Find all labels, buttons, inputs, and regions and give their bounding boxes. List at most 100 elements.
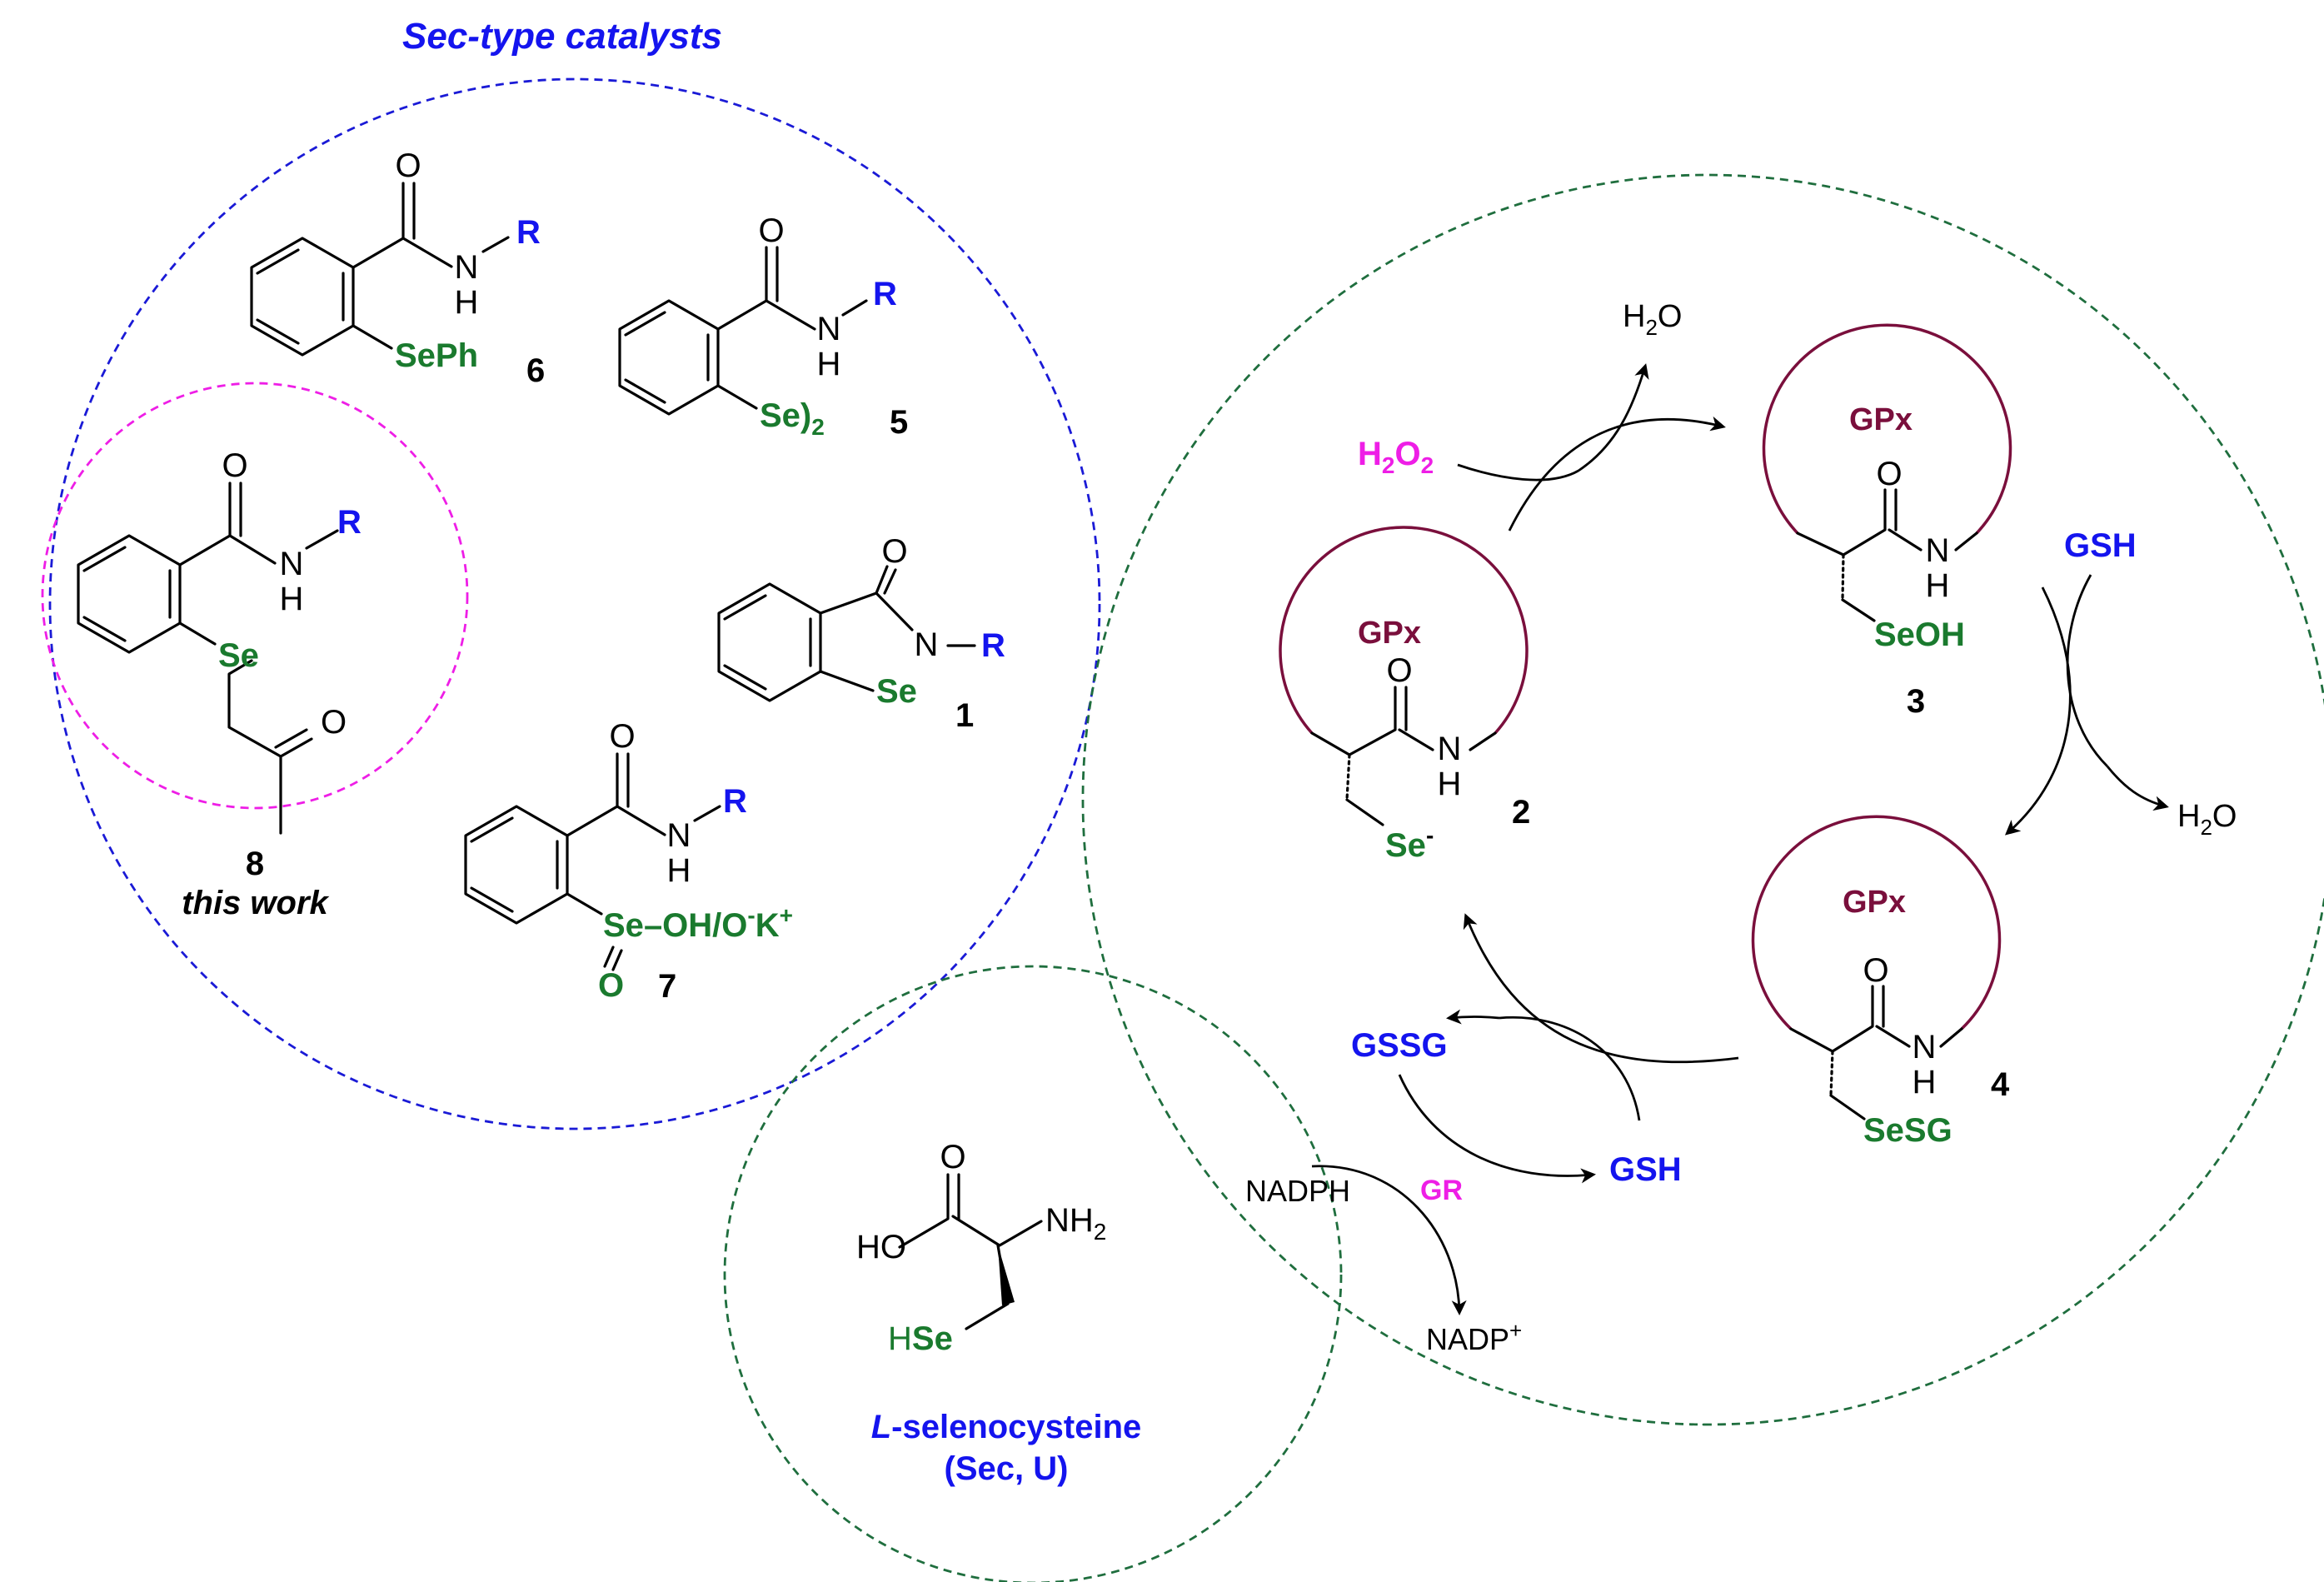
svg-text:N: N [1926,532,1950,569]
gpx-state-4: GPx O N H SeSG 4 [1751,815,2010,1149]
gpx-4-selenenyl-sulfide: SeSG [1863,1112,1952,1149]
arrow-h2o2-in [1457,463,1579,482]
this-work-circle [41,382,469,810]
svg-text:R: R [516,214,541,251]
gpx-3-selenenic-acid: SeOH [1874,616,1965,653]
svg-text:O: O [321,704,347,741]
gpx-2-enzyme-ring [1279,526,1529,735]
svg-text:H: H [1438,766,1462,802]
compound-6-bonds [352,182,510,350]
compound-7-benzene [464,805,569,925]
svg-text:H: H [280,581,304,617]
compound-1: O N R Se 1 [717,533,1005,734]
svg-text:O: O [1863,952,1888,989]
svg-text:R: R [337,504,362,541]
compound-8-bonds [178,482,339,835]
compound-7-seleninic: Se–OH/O-K+ [603,902,793,944]
arrow-gssg-out [1446,1009,1500,1025]
selenocysteine-circle [723,965,1343,1582]
selenocysteine-structure: O HO NH2 HSe L-selenocysteine (Sec, U) [856,1139,1141,1487]
nadp-label: NADP+ [1426,1318,1522,1356]
selenocysteine-name: L-selenocysteine [871,1409,1142,1445]
selenocysteine-amine: NH2 [1045,1202,1106,1245]
compound-8-benzene [77,534,182,654]
gssg-label: GSSG [1351,1027,1448,1064]
svg-text:O: O [1386,652,1412,689]
gsh-bottom-label: GSH [1609,1151,1682,1188]
compound-6-number: 6 [526,352,545,389]
svg-text:O: O [222,447,247,484]
compound-5-benzene [618,299,720,416]
arrow-3-to-4 [2004,586,2072,836]
sec-catalysts-circle [48,77,1101,1130]
gpx-2-number: 2 [1512,794,1530,831]
compound-7-bonds [566,752,721,971]
gpx-3-enzyme-ring [1762,323,2012,535]
compound-5-diselenide: Se)2 [760,397,825,440]
arrow-h2o-out-top [1578,363,1649,472]
svg-text:H: H [667,852,691,889]
svg-text:R: R [873,276,897,312]
compound-6-benzene [250,237,355,357]
arrow-gssg-to-gsh [1398,1074,1596,1184]
svg-text:HO: HO [856,1229,906,1265]
compound-8-caption: this work [182,885,329,921]
gpx-state-2: GPx O N H Se- 2 [1279,526,1530,864]
svg-text:O: O [1876,456,1902,492]
compound-5-bonds [716,246,868,410]
svg-text:O: O [758,212,784,249]
compound-1-ring-bonds [819,565,976,692]
gpx-3-number: 3 [1907,683,1925,720]
gpx-cycle-circle [1081,173,2324,1426]
svg-text:O: O [395,147,421,184]
compound-8-number: 8 [246,846,264,882]
svg-text:N: N [280,546,304,582]
svg-text:H: H [1913,1064,1937,1100]
selenocysteine-hse: HSe [888,1320,953,1357]
svg-text:N: N [667,817,691,854]
sec-catalysts-title: Sec-type catalysts [402,16,722,57]
compound-8: O N H R Se O 8 this work [77,447,362,921]
svg-text:O: O [598,967,624,1004]
arrow-gsh-in-bottom [1499,1016,1641,1121]
compound-6-seph: SePh [395,337,478,374]
svg-text:O: O [940,1139,965,1175]
svg-text:N: N [1438,731,1462,767]
selenocysteine-bonds [898,1173,1043,1330]
compound-7: O N H R Se–OH/O-K+ O 7 [464,718,793,1005]
arrow-2-to-3 [1508,416,1726,531]
svg-text:N: N [817,311,841,347]
svg-text:GPx: GPx [1358,616,1421,651]
svg-text:H: H [817,346,841,382]
gpx-4-number: 4 [1991,1066,2010,1103]
arrow-nadph-to-nadp [1311,1165,1467,1315]
selenocysteine-wedge [998,1245,1015,1305]
nadph-label: NADPH [1245,1174,1350,1208]
compound-5-number: 5 [890,404,908,441]
svg-text:O: O [881,533,907,570]
svg-text:N: N [455,249,479,286]
svg-text:N: N [915,626,939,663]
svg-text:R: R [981,627,1005,664]
svg-text:H: H [455,284,479,321]
svg-text:GPx: GPx [1843,885,1906,920]
gpx-2-selenolate: Se- [1385,822,1434,864]
svg-text:H: H [1926,567,1950,604]
compound-8-se: Se [218,637,259,674]
arrow-4-to-2 [1463,913,1739,1064]
h2o-top-label: H2O [1623,299,1682,340]
compound-6: O N H R SePh 6 [250,147,545,389]
gpx-state-3: GPx O N H SeOH 3 [1762,323,2012,720]
gpx-4-enzyme-ring [1751,815,2002,1031]
compound-1-benzene [717,582,822,702]
gr-label: GR [1420,1175,1463,1206]
gsh-right-label: GSH [2064,527,2137,564]
svg-text:R: R [723,783,747,820]
compound-1-se: Se [876,673,917,710]
svg-text:GPx: GPx [1849,402,1913,437]
compound-7-number: 7 [658,968,676,1005]
compound-5: O N H R Se)2 5 [618,212,908,441]
svg-text:N: N [1913,1029,1937,1065]
arrow-h2o-out-right [2106,766,2169,811]
